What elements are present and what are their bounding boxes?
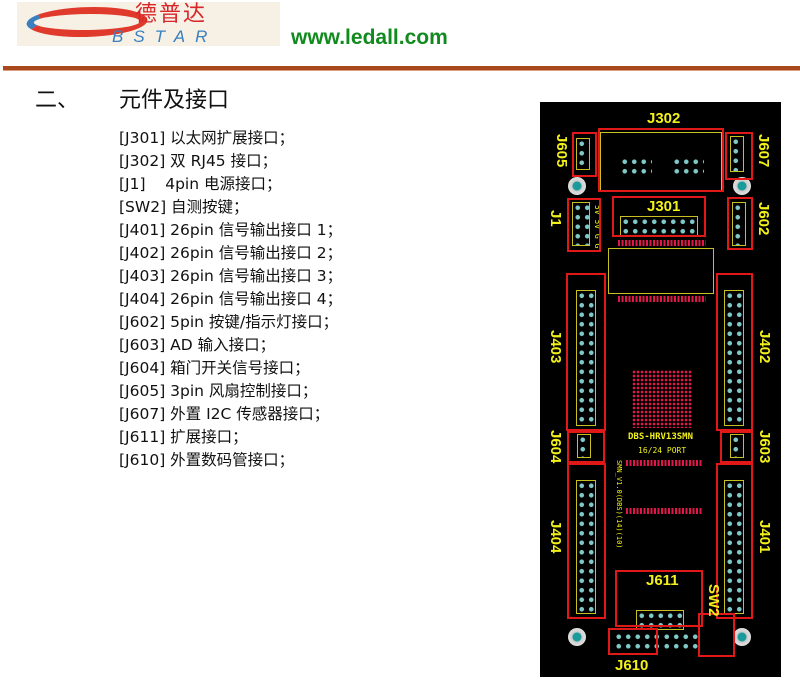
website-url: www.ledall.com	[291, 26, 448, 49]
section-title: 元件及接口	[119, 88, 230, 113]
j302-label: J302	[647, 110, 681, 127]
rj45-pins	[672, 157, 704, 175]
mounting-hole	[733, 628, 751, 646]
rj45-pins	[620, 157, 652, 175]
j602-highlight	[727, 197, 753, 250]
list-item: [J607] 外置 I2C 传感器接口；	[119, 405, 330, 423]
j607-highlight	[725, 132, 753, 180]
list-item: [J402] 26pin 信号输出接口 2；	[119, 244, 343, 262]
list-item: [J611] 扩展接口；	[119, 428, 248, 446]
j605-header	[576, 138, 590, 170]
list-item: [J1] 4pin 电源接口；	[119, 175, 282, 193]
j603-highlight	[720, 431, 753, 463]
pad-strip	[626, 508, 702, 514]
sw2-label: SW2	[705, 584, 722, 617]
j404-label: J404	[547, 520, 564, 554]
board-id: SMN_V1.0(DBS)(14)(10)	[615, 460, 623, 549]
j605-label: J605	[553, 134, 570, 168]
pad-strip	[618, 240, 706, 246]
list-item: [J610] 外置数码管接口；	[119, 451, 295, 469]
section-number: 二、	[35, 88, 80, 113]
section-heading: 二、 元件及接口	[35, 82, 269, 114]
j604-highlight	[567, 431, 605, 463]
list-item: [J603] AD 输入接口；	[119, 336, 276, 354]
j403-header	[576, 290, 596, 426]
j403-highlight	[566, 273, 606, 431]
list-item: [J403] 26pin 信号输出接口 3；	[119, 267, 343, 285]
list-item: [J302] 双 RJ45 接口；	[119, 152, 278, 170]
j1-highlight	[567, 198, 601, 252]
header-divider	[3, 66, 800, 71]
j604-header	[577, 434, 591, 458]
j603-label: J603	[756, 430, 773, 464]
pad-strip	[618, 296, 706, 302]
j611-label: J611	[646, 572, 679, 589]
list-item: [J602] 5pin 按键/指示灯接口；	[119, 313, 339, 331]
j602-header	[732, 202, 746, 246]
j301-label: J301	[647, 198, 681, 215]
chip-subtitle: 16/24 PORT	[638, 446, 687, 455]
list-item: [J404] 26pin 信号输出接口 4；	[119, 290, 343, 308]
mounting-hole	[733, 177, 751, 195]
sw2-highlight	[698, 613, 735, 657]
list-item: [SW2] 自测按键；	[119, 198, 249, 216]
j402-highlight	[716, 273, 753, 431]
list-item: [J401] 26pin 信号输出接口 1；	[119, 221, 343, 239]
j404-header	[576, 480, 596, 614]
mounting-hole	[568, 177, 586, 195]
bga-chip	[632, 370, 692, 428]
pad-strip	[626, 460, 702, 466]
j1-header	[572, 202, 590, 246]
logo-chinese-name: 德普达	[135, 2, 208, 27]
j607-header	[730, 136, 744, 172]
ic-chip	[608, 248, 714, 294]
mounting-hole	[568, 628, 586, 646]
j610-header	[614, 632, 664, 652]
pcb-diagram: J302 J605 J607 5V 5V G G J1 J301 J602 J4…	[540, 102, 781, 677]
j1-label: J1	[547, 210, 564, 227]
j605-highlight	[572, 132, 597, 177]
j404-highlight	[567, 463, 606, 619]
j610-highlight	[608, 628, 658, 655]
j403-label: J403	[547, 330, 564, 364]
j604-label: J604	[547, 430, 564, 464]
j610-label: J610	[615, 657, 649, 674]
j607-label: J607	[755, 134, 772, 168]
j602-label: J602	[755, 202, 772, 236]
logo-english-name: BSTAR	[112, 27, 218, 46]
j402-header	[724, 290, 744, 426]
j611-highlight	[615, 570, 703, 627]
expansion-header	[662, 632, 702, 652]
component-list: [J301] 以太网扩展接口； [J302] 双 RJ45 接口； [J1] 4…	[119, 127, 342, 472]
list-item: [J301] 以太网扩展接口；	[119, 129, 295, 147]
company-logo: 德普达 BSTAR	[17, 2, 280, 46]
chip-name: DBS-HRV13SMN	[628, 432, 694, 442]
j302-highlight	[598, 128, 724, 192]
list-item: [J604] 箱门开关信号接口；	[119, 359, 310, 377]
j301-highlight	[612, 196, 706, 237]
j402-label: J402	[756, 330, 773, 364]
list-item: [J605] 3pin 风扇控制接口；	[119, 382, 318, 400]
j401-label: J401	[756, 520, 773, 554]
j603-header	[730, 434, 744, 458]
